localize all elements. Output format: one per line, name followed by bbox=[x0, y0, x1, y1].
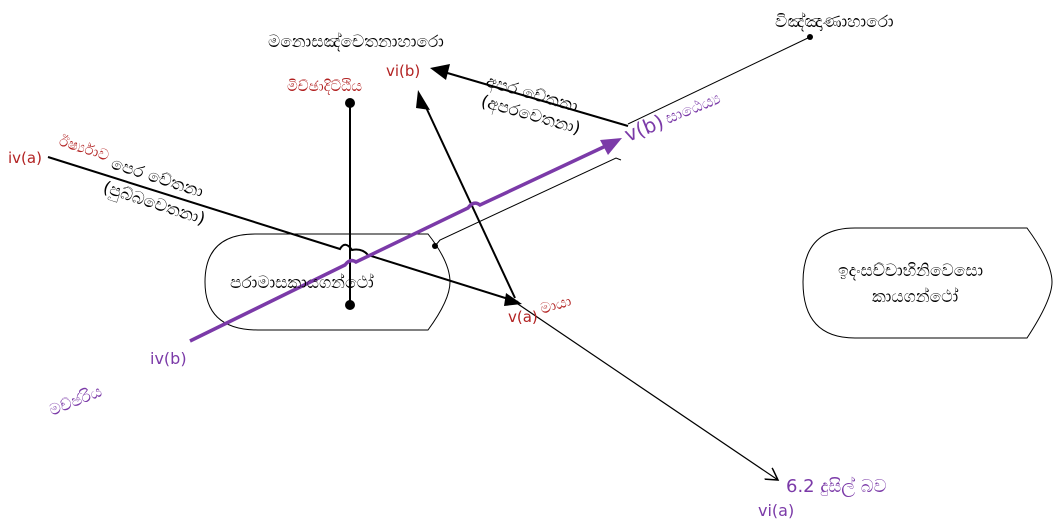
irshyava-label: ඊර්ෂ්‍යාව bbox=[57, 132, 112, 165]
vinnana-dot bbox=[807, 34, 813, 40]
v-a-to-vi-b-arrow bbox=[423, 102, 516, 299]
manosancetana-label: මනොසඤ්චෙතනාහාරො bbox=[268, 32, 444, 52]
iv-b-label: iv(b) bbox=[150, 349, 187, 368]
macchariya-label: මච්ඡරිය bbox=[46, 381, 104, 419]
sathaya-line bbox=[189, 142, 611, 343]
apara-arrowhead bbox=[430, 64, 450, 80]
v-b-label: v(b) bbox=[621, 109, 667, 146]
miccha-ditthi-label: මිච්ඡාදිට්ඨිය bbox=[287, 77, 362, 95]
paramasa-label: පරාමාසකායගන්ථෝ bbox=[230, 273, 374, 293]
vi-b-arrowhead bbox=[416, 90, 430, 110]
vi-a-label: vi(a) bbox=[758, 501, 794, 520]
maya-label: මායා bbox=[538, 292, 573, 318]
sathaya-label: සාඨෙය්‍ය bbox=[662, 88, 723, 127]
bracket-line bbox=[434, 157, 622, 247]
iv-a-label: iv(a) bbox=[8, 149, 42, 167]
vinnanahara-label: විඤ්ඤාණාහාරො bbox=[775, 12, 894, 32]
dusil-bava-label: 6.2 දුසිල් බව bbox=[786, 476, 887, 497]
pera-cetana-line bbox=[47, 156, 519, 303]
paramasa-oval bbox=[204, 233, 451, 331]
vi-b-label: vi(b) bbox=[386, 62, 420, 80]
idamsacca-label: ඉදංසච්චාභිනිවෙසො bbox=[838, 261, 983, 281]
vinnana-line bbox=[627, 36, 811, 125]
v-a-arrowhead bbox=[504, 293, 522, 306]
idamsacca-label-2: කායගන්ථෝ bbox=[872, 287, 958, 307]
v-a-label: v(a) bbox=[508, 308, 538, 326]
sathaya-arrowhead bbox=[600, 138, 622, 155]
miccha-top-dot bbox=[345, 98, 355, 108]
bracket-dot bbox=[432, 243, 438, 249]
idamsacca-oval bbox=[802, 227, 1053, 339]
vi-a-line bbox=[511, 299, 778, 480]
miccha-bottom-dot bbox=[345, 300, 355, 310]
apara-cetana-line bbox=[443, 71, 629, 127]
